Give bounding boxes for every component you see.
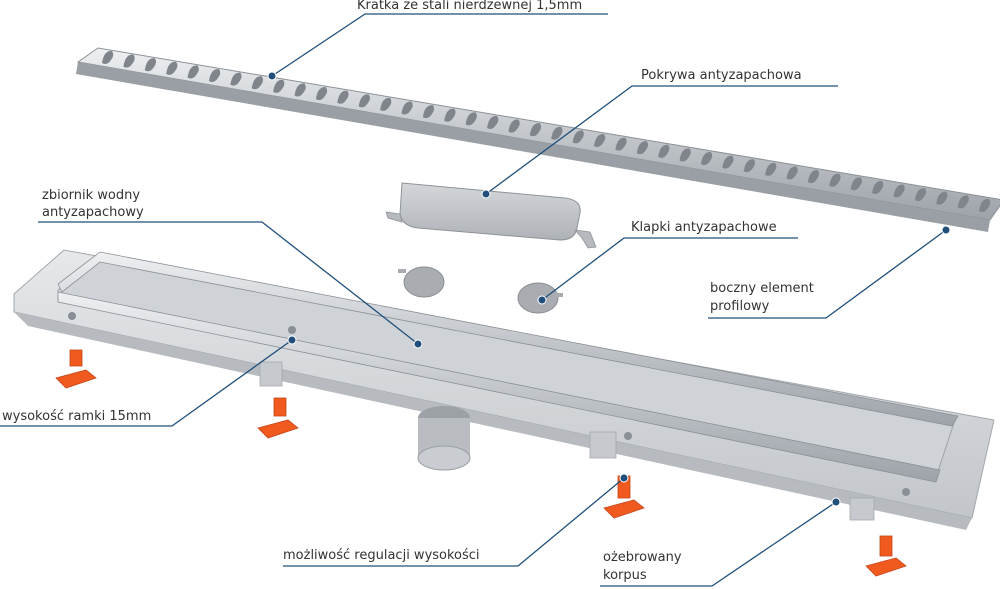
label-wysokosc: wysokość ramki 15mm [2, 409, 151, 424]
label-boczny-line1: boczny element [710, 281, 814, 296]
grate-slot [230, 72, 242, 86]
grate-slot [337, 90, 349, 104]
leader-dot-wysokosc [287, 335, 297, 345]
anti-odour-flaps [398, 266, 563, 314]
grate-slot [380, 97, 392, 111]
label-korpus-line1: ożebrowany [603, 550, 682, 565]
grate-slot [572, 130, 584, 144]
leader-boczny [708, 229, 947, 319]
leader-korpus [600, 501, 837, 587]
leader-dot-zbiornik [413, 339, 423, 349]
grate-slot [465, 112, 477, 126]
drain-housing [13, 249, 995, 530]
grate-slot [743, 159, 755, 173]
anti-odour-cover [385, 182, 597, 249]
grate-slot [786, 166, 798, 180]
label-zbiornik-line2: antyzapachowy [42, 205, 144, 220]
leader-zbiornik [38, 221, 419, 345]
leader-dot-kratka [267, 71, 277, 81]
grate-slot [444, 108, 456, 122]
callouts: Kratka ze stali nierdzewnej 1,5mm Pokryw… [0, 0, 951, 587]
grate-slot [144, 58, 157, 72]
leader-dot-pokrywa [481, 189, 491, 199]
adjustable-feet [55, 349, 907, 577]
label-klapki: Klapki antyzapachowe [631, 220, 777, 235]
grate-slot [636, 141, 649, 155]
steel-grate [76, 47, 1000, 232]
leader-kratka [271, 13, 608, 77]
grate-slot [658, 144, 670, 158]
grate-slot [615, 137, 627, 151]
grate-slot [914, 188, 927, 202]
grate-slot [807, 170, 820, 184]
label-regulacja: możliwość regulacji wysokości [283, 548, 480, 563]
grate-slot [294, 83, 306, 97]
leader-dot-boczny [941, 225, 951, 235]
label-zbiornik-line1: zbiornik wodny [42, 188, 140, 203]
grate-slot [850, 177, 862, 191]
leader-pokrywa [485, 85, 838, 195]
leader-dot-korpus [831, 497, 841, 507]
grate-slot [208, 68, 221, 83]
grate-slot [529, 123, 542, 137]
grate-slot [722, 155, 734, 169]
grate-slot [893, 184, 905, 198]
grate-slot [679, 148, 691, 162]
grate-slot [593, 133, 606, 148]
grate-slot [508, 119, 520, 133]
grate-slot [187, 65, 199, 79]
leader-dot-klapki [537, 295, 547, 305]
grate-slot [166, 61, 178, 75]
grate-slot [123, 54, 135, 68]
grate-slot [957, 195, 969, 209]
grate-slot [251, 76, 264, 90]
grate-slot [273, 79, 285, 93]
grate-slot [551, 126, 563, 140]
grate-slot [315, 87, 328, 101]
grate-slot [872, 180, 884, 194]
grate-slots [102, 50, 991, 212]
grate-slot [422, 105, 435, 119]
grate-slot [829, 173, 841, 187]
label-pokrywa: Pokrywa antyzapachowa [641, 68, 802, 83]
grate-slot [358, 94, 370, 108]
label-kratka: Kratka ze stali nierdzewnej 1,5mm [357, 0, 582, 13]
grate-slot [401, 101, 413, 115]
grate-slot [765, 162, 777, 176]
grate-slot [979, 198, 991, 212]
leader-regulacja [283, 477, 625, 567]
leader-klapki [541, 237, 798, 301]
leader-wysokosc [0, 339, 293, 427]
grate-slot [102, 50, 114, 64]
grate-slot [936, 191, 948, 205]
label-korpus-line2: korpus [603, 568, 647, 583]
label-boczny-line2: profilowy [710, 299, 770, 314]
leader-dot-regulacja [619, 473, 629, 483]
grate-slot [700, 152, 713, 166]
grate-slot [487, 115, 499, 129]
